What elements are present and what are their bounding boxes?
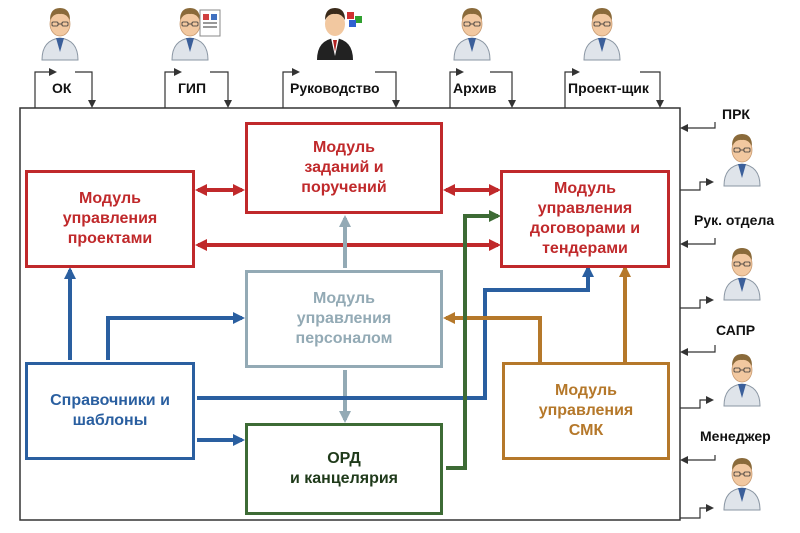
module-contracts-text: Модуль управления договорами и тендерами [529,180,641,257]
role-label-manager: Менеджер [700,428,771,444]
module-personnel-text: Модуль управления персоналом [295,290,393,347]
role-label-dept-head: Рук. отдела [694,212,775,228]
red-links [195,184,501,251]
module-projects-text: Модуль управления проектами [62,190,158,247]
module-tasks-text: Модуль заданий и поручений [301,139,387,196]
gip-engineer-icon [171,7,221,61]
person-archive-icon [453,7,491,61]
blue-links [64,265,594,446]
role-label-prk: ПРК [722,106,750,122]
person-dept-head-icon [723,247,761,301]
top-role-connectors [34,68,664,108]
side-role-connectors [680,122,716,519]
module-tasks[interactable]: Модуль заданий и поручений [245,122,443,214]
orange-links [443,265,631,362]
person-manager-icon [723,457,761,511]
role-label-gip: ГИП [178,80,207,96]
role-label-archive: Архив [453,80,497,96]
role-label-cad: САПР [716,322,756,338]
green-links [446,210,501,470]
role-label-ok: ОК [52,80,72,96]
person-designer-icon [583,7,621,61]
person-prk-icon [723,133,761,187]
module-references[interactable]: Справочники и шаблоны [25,362,195,460]
role-label-management: Руководство [290,80,380,96]
person-cad-icon [723,353,761,407]
module-qms-text: Модуль управления СМК [538,382,634,439]
module-ord-text: ОРД и канцелярия [289,450,399,487]
management-icon [317,8,362,60]
role-label-designer: Проект-щик [568,80,649,96]
module-references-text: Справочники и шаблоны [50,392,170,429]
person-ok-icon [41,7,79,61]
module-personnel[interactable]: Модуль управления персоналом [245,270,443,368]
module-contracts[interactable]: Модуль управления договорами и тендерами [500,170,670,268]
module-qms[interactable]: Модуль управления СМК [502,362,670,460]
module-ord[interactable]: ОРД и канцелярия [245,423,443,515]
module-projects[interactable]: Модуль управления проектами [25,170,195,268]
